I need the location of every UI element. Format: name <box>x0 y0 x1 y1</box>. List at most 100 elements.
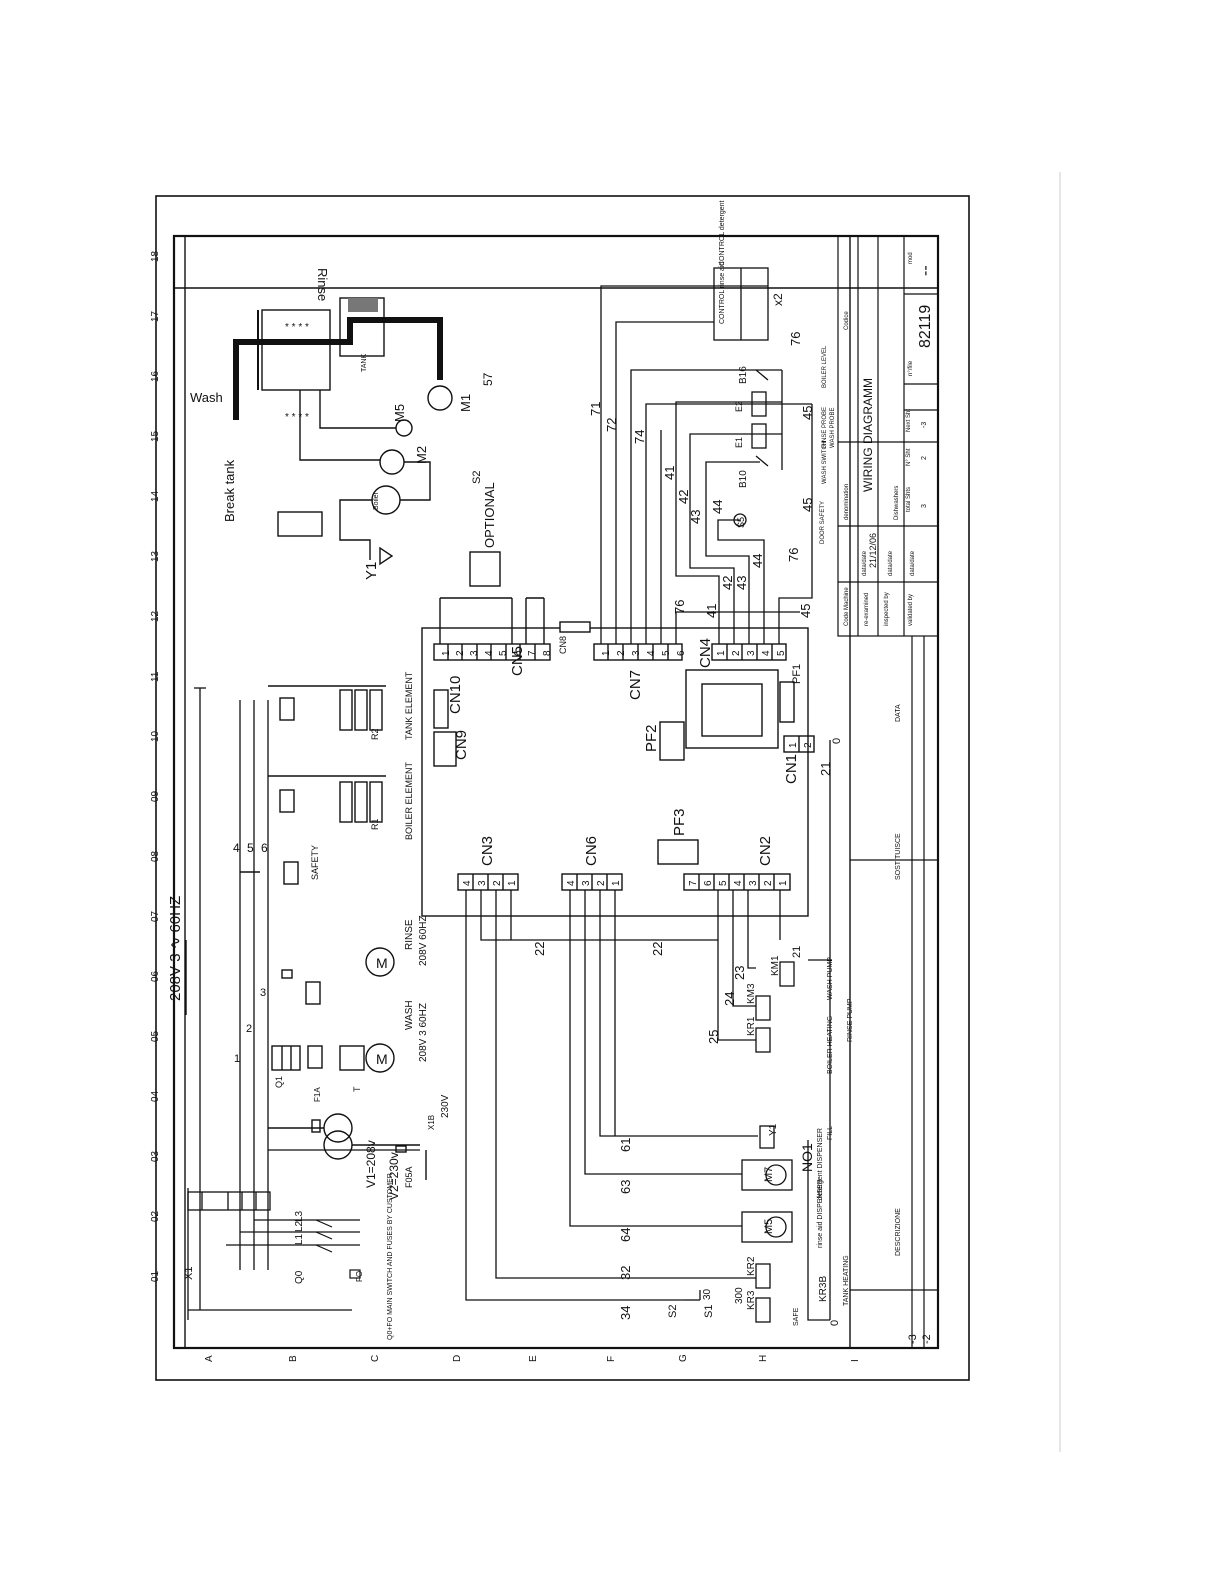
wire-76-b: 76 <box>672 600 687 614</box>
connector-cn5 <box>433 597 551 661</box>
boiler-element <box>268 775 386 823</box>
machine-label: Dishwashers <box>894 486 900 520</box>
cn3-pin: 3 <box>477 880 488 886</box>
mod-head: mod <box>908 252 914 264</box>
pump-m1 <box>427 385 453 411</box>
tank-element <box>268 685 386 731</box>
row-letter: B <box>288 1355 299 1362</box>
cn6-pin: 1 <box>611 880 622 886</box>
boiler-level-label: BOILER LEVEL <box>822 345 828 388</box>
cn1-pin: 1 <box>788 742 799 748</box>
x1b-label: X1B <box>427 1115 436 1130</box>
zero-label: 0 <box>829 1320 841 1326</box>
wire-74: 74 <box>632 430 647 444</box>
power-bus <box>187 687 420 1320</box>
b10-label: B10 <box>738 470 749 488</box>
file-no-head: n°/file <box>908 360 914 376</box>
connector-cn6 <box>561 873 623 891</box>
row-letter: H <box>758 1355 769 1362</box>
wash-probe-label: WASH PROBE <box>830 408 836 448</box>
column-number: 04 <box>150 1090 161 1102</box>
date-head-2: data/date <box>888 550 894 576</box>
optional-box <box>469 551 501 587</box>
door-switch-s5 <box>733 513 747 527</box>
drawing-number: 82119 <box>917 305 934 348</box>
codice-label: Codice <box>844 311 850 330</box>
bus-wire-number: 3 <box>260 987 266 999</box>
e2-label: E2 <box>734 401 744 412</box>
sheet-no: 2 <box>921 456 928 460</box>
motor-m5-box <box>741 1211 793 1243</box>
connector-cn2 <box>683 873 791 891</box>
sostituisce-label: SOSTITUISCE <box>895 833 902 880</box>
cn2-pin: 5 <box>718 880 729 886</box>
main-switch-note: Q0+FO MAIN SWITCH AND FUSES BY CUSTOMER <box>387 1173 394 1340</box>
f1a-label: F1A <box>313 1087 322 1102</box>
probe-e1 <box>751 423 767 449</box>
wire-22: 22 <box>532 942 547 956</box>
column-number: 17 <box>150 310 161 322</box>
coil-km1 <box>779 961 795 987</box>
bus-wire-number: 4 <box>233 841 240 855</box>
s5-label: S5 <box>736 517 746 528</box>
drawing-date: 21/12/06 <box>868 533 878 568</box>
row-letter: I <box>850 1359 861 1362</box>
column-number: 18 <box>150 250 161 262</box>
rinse-probe-label: RINSE PROBE <box>822 407 828 448</box>
wire-42: 42 <box>676 490 691 504</box>
column-number: 11 <box>150 671 161 682</box>
date-head: data/date <box>862 550 868 576</box>
wire-0: 0 <box>831 738 843 744</box>
cn4-pin: 2 <box>731 650 742 656</box>
km1-label: KM1 <box>770 955 781 976</box>
display-window <box>701 683 763 737</box>
bus-wire-number: 2 <box>246 1023 252 1035</box>
wash-motor-m1: M <box>271 1043 395 1073</box>
pump-m2 <box>379 449 405 475</box>
wash-motor-rating: 208V 3 60HZ <box>418 1003 429 1062</box>
cn3-pin: 4 <box>462 880 473 886</box>
m7-label: M7 <box>763 1167 775 1182</box>
v2-label: V2=230v <box>387 1152 401 1200</box>
coil-km3 <box>755 995 771 1021</box>
cn1-pin: 2 <box>803 742 814 748</box>
rinse-motor-label: RINSE <box>404 919 415 950</box>
wash-switch-label: WASH SWITCH <box>822 441 828 484</box>
column-number: 15 <box>150 430 161 442</box>
e1-label: E1 <box>734 437 744 448</box>
row-letter: A <box>204 1355 215 1362</box>
cn6-label: CN6 <box>583 836 600 866</box>
cn3-pin: 1 <box>507 880 518 886</box>
cn4-label: CN4 <box>697 638 714 668</box>
wire-71: 71 <box>588 402 603 416</box>
cn2-pin: 4 <box>733 880 744 886</box>
control-detergent-label: CONTROL detergent <box>719 200 726 266</box>
bus-wire-number: 6 <box>261 841 268 855</box>
rinse-motor-rating: 208V 60HZ <box>418 915 429 966</box>
cn4-pin: 3 <box>746 650 757 656</box>
cn2-pin: 6 <box>703 880 714 886</box>
cn7-pin: 4 <box>646 650 657 656</box>
no1-label: NO1 <box>799 1143 815 1172</box>
wire-45-c: 45 <box>800 406 815 420</box>
wire-45-b: 45 <box>798 604 813 618</box>
cn5-pin: 2 <box>455 650 466 656</box>
column-number: 09 <box>150 790 161 802</box>
rinse-dispenser-label: rinse aid DISPENSER <box>817 1179 824 1248</box>
wire-61: 61 <box>618 1138 633 1152</box>
sensor-wiring <box>600 267 813 644</box>
m2-label: M2 <box>414 446 429 464</box>
safety-label: SAFETY <box>310 845 320 880</box>
cn9-header <box>433 731 457 767</box>
bus-wire-number: 5 <box>247 841 254 855</box>
wire-32: 32 <box>618 1266 633 1280</box>
cn4-pin: 1 <box>716 650 727 656</box>
230v-label: 230V <box>440 1094 451 1118</box>
row-letter: C <box>370 1355 381 1362</box>
cn7-pin: 3 <box>631 650 642 656</box>
wire-45: 45 <box>800 498 815 512</box>
cn5-pin: 5 <box>498 650 509 656</box>
column-number: 14 <box>150 490 161 502</box>
boiler-label: Boiler <box>373 491 380 510</box>
